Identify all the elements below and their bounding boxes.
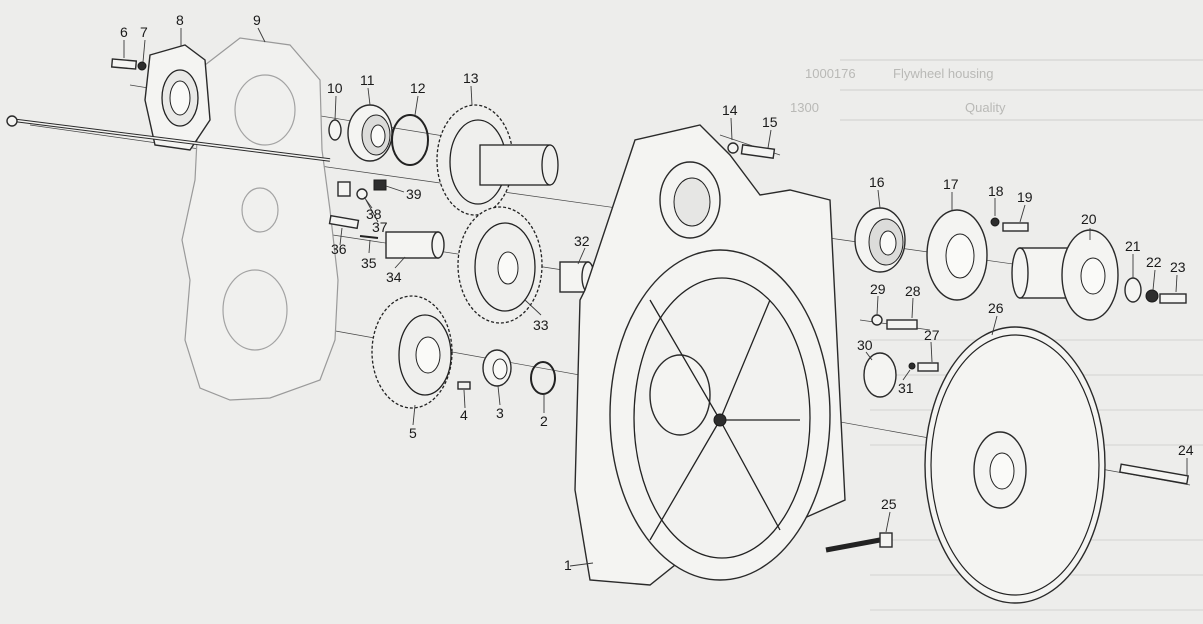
bearing-part-11: [347, 104, 393, 162]
callout-label: 14: [722, 102, 738, 118]
callout-label: 4: [460, 407, 468, 423]
callout-label: 21: [1125, 238, 1141, 254]
seal-plate-part-8: [144, 44, 211, 151]
bolt-part-28: [886, 319, 918, 330]
callout-label: 17: [943, 176, 959, 192]
washer-part-38: [356, 188, 368, 200]
callout-label: 31: [898, 380, 914, 396]
bolt-part-27: [917, 362, 939, 372]
callout-label: 15: [762, 114, 778, 130]
background-table: 1000176 Flywheel housing 1300 Quality: [790, 59, 1203, 611]
callout-label: 8: [176, 12, 184, 28]
callout-label: 19: [1017, 189, 1033, 205]
bearing-part-16: [854, 207, 906, 273]
bolt-part-19: [1002, 222, 1029, 232]
callout-label: 30: [857, 337, 873, 353]
callout-label: 37: [372, 219, 388, 235]
bolt-part-24: [1119, 463, 1189, 485]
bg-row-name: Quality: [965, 100, 1006, 115]
flywheel-housing-part-1: [574, 124, 846, 586]
bg-row-code: 1300: [790, 100, 819, 115]
washer-part-29: [871, 314, 883, 326]
callout-label: 13: [463, 70, 479, 86]
circlip-part-12: [391, 114, 429, 166]
plug-part-39: [373, 179, 387, 191]
circlip-part-2: [530, 361, 556, 395]
cover-part-30: [863, 352, 897, 398]
callout-label: 6: [120, 24, 128, 40]
leader-lines: [123, 27, 1188, 567]
washer-part-7: [137, 61, 147, 71]
callout-label: 24: [1178, 442, 1194, 458]
callout-label: 23: [1170, 259, 1186, 275]
nipple-part-37: [337, 181, 351, 197]
callout-label: 12: [410, 80, 426, 96]
bolt-part-6: [110, 58, 138, 70]
callout-label: 18: [988, 183, 1004, 199]
flywheel-part-26: [924, 326, 1106, 604]
washer-part-21: [1124, 277, 1142, 303]
pin-part-4: [457, 381, 471, 390]
callout-label: 10: [327, 80, 343, 96]
callout-label: 20: [1081, 211, 1097, 227]
bolt-part-15: [740, 144, 776, 159]
callout-label: 11: [360, 72, 375, 88]
pin-part-35: [359, 235, 379, 239]
callout-label: 34: [386, 269, 402, 285]
gear-part-13: [436, 104, 559, 216]
callout-label: 28: [905, 283, 921, 299]
callout-label: 29: [870, 281, 886, 297]
washer-part-18: [990, 217, 1000, 227]
callout-label: 39: [406, 186, 422, 202]
ring-part-10: [328, 119, 342, 141]
callout-labels: 1 2 3 4 5 6 7 8 9 10 11 12 13 14 15 16 1…: [120, 12, 1194, 573]
long-rod: [6, 115, 331, 162]
callout-label: 7: [140, 24, 148, 40]
flange-part-20: [1011, 229, 1119, 321]
washer-part-14: [727, 142, 739, 154]
callout-label: 27: [924, 327, 940, 343]
bearing-part-3: [482, 349, 512, 387]
callout-label: 26: [988, 300, 1004, 316]
callout-label: 5: [409, 425, 417, 441]
callout-label: 32: [574, 233, 590, 249]
bolt-part-25: [825, 532, 893, 553]
bg-row-name: Flywheel housing: [893, 66, 993, 81]
cover-plate-part-17: [926, 209, 988, 301]
bg-row-code: 1000176: [805, 66, 856, 81]
gear-part-33: [457, 206, 543, 324]
callout-label: 16: [869, 174, 885, 190]
gear-cover-part-9: [181, 37, 339, 401]
callout-label: 1: [564, 557, 572, 573]
washer-part-22: [1145, 289, 1159, 303]
screw-part-36: [328, 214, 360, 230]
callout-label: 2: [540, 413, 548, 429]
callout-label: 35: [361, 255, 377, 271]
washer-part-31: [908, 362, 916, 370]
callout-label: 25: [881, 496, 897, 512]
gear-part-5: [371, 295, 453, 409]
callout-label: 36: [331, 241, 347, 257]
bolt-part-23: [1159, 293, 1187, 304]
pin-part-34: [385, 231, 445, 259]
callout-label: 22: [1146, 254, 1162, 270]
callout-label: 9: [253, 12, 261, 28]
callout-label: 3: [496, 405, 504, 421]
callout-label: 33: [533, 317, 549, 333]
callout-label: 38: [366, 206, 382, 222]
